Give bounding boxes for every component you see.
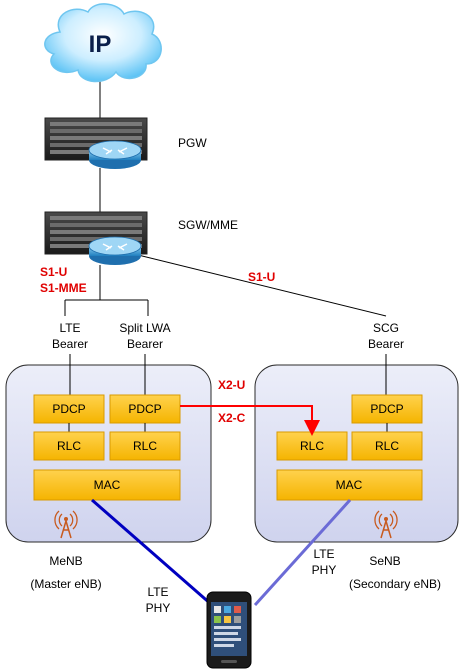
s1u-right-label: S1-U — [248, 270, 275, 284]
phy-right-line1: LTE — [313, 547, 334, 561]
s1mme-label: S1-MME — [40, 281, 87, 295]
cloud-icon — [44, 3, 162, 83]
pgw-label: PGW — [178, 136, 207, 150]
menb-pdcp-1-box — [33, 394, 105, 424]
bearer-split-lwa-line1: Split LWA — [119, 321, 170, 335]
menb-pdcp-1-label: PDCP — [52, 402, 85, 416]
s1u-left-label: S1-U — [40, 265, 67, 279]
x2-interface: X2-U X2-C — [180, 378, 320, 436]
x2-arrow — [180, 405, 320, 436]
bearer-scg: SCG Bearer — [368, 321, 404, 351]
menb-label: MeNB — [49, 554, 82, 568]
x2c-label: X2-C — [218, 411, 246, 425]
ue-phone-icon — [206, 591, 252, 669]
bearer-split-lwa: Split LWA Bearer — [119, 321, 170, 351]
senb-rlc-2-box — [351, 431, 423, 461]
bearer-scg-line2: Bearer — [368, 337, 404, 351]
pgw-router — [44, 117, 148, 169]
router-icon — [88, 140, 142, 160]
senb-antenna-icon — [374, 510, 398, 539]
senb-pdcp-box — [351, 394, 423, 424]
menb-rlc-2-box — [109, 431, 181, 461]
menb-rlc-1-box — [33, 431, 105, 461]
phy-left-line1: LTE — [147, 585, 168, 599]
bearer-lte-line1: LTE — [59, 321, 80, 335]
menb-mac-label: MAC — [94, 478, 121, 492]
senb-pdcp-label: PDCP — [370, 402, 403, 416]
ip-cloud: IP — [44, 3, 162, 83]
bearer-split-lwa-line2: Bearer — [127, 337, 163, 351]
menb-phy-link — [91, 498, 213, 607]
senb-mac-box — [276, 469, 423, 501]
x2u-label: X2-U — [218, 378, 245, 392]
senb-desc-label: (Secondary eNB) — [349, 577, 441, 591]
bearer-lte: LTE Bearer — [52, 321, 88, 351]
backbone-lines — [64, 80, 387, 317]
menb-rlc-2-label: RLC — [133, 439, 157, 453]
menb-desc-label: (Master eNB) — [30, 577, 101, 591]
menb-pdcp-2-label: PDCP — [128, 402, 161, 416]
menb-pdcp-2-box — [109, 394, 181, 424]
senb-phy-link — [253, 498, 352, 607]
phy-right-line2: PHY — [312, 563, 337, 577]
menb-rlc-1-label: RLC — [57, 439, 81, 453]
bearer-lte-line2: Bearer — [52, 337, 88, 351]
bearer-scg-line1: SCG — [373, 321, 399, 335]
sgw-mme-label: SGW/MME — [178, 218, 238, 232]
router-icon — [88, 236, 142, 256]
menb-mac-box — [33, 469, 181, 501]
sgw-mme-router — [44, 211, 148, 265]
menb-antenna-icon — [54, 510, 78, 539]
senb-rlc-1-label: RLC — [300, 439, 324, 453]
senb-rlc-2-label: RLC — [375, 439, 399, 453]
senb-label: SeNB — [369, 554, 400, 568]
phy-left-line2: PHY — [146, 601, 171, 615]
ip-label: IP — [89, 31, 112, 58]
senb-mac-label: MAC — [336, 478, 363, 492]
menb-protocol-stack: PDCP PDCP RLC RLC MAC — [33, 394, 181, 501]
